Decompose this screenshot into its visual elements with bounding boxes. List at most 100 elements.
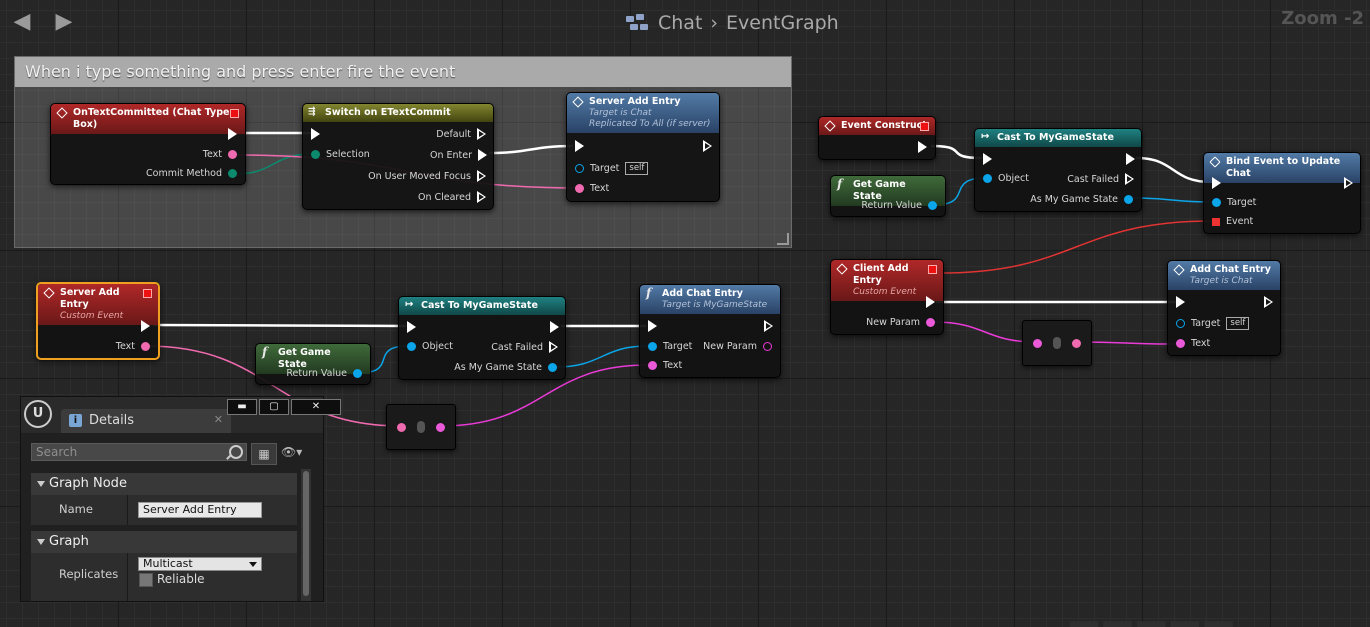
delegate-pin[interactable]: [230, 109, 239, 118]
default-out-pin[interactable]: [477, 128, 487, 140]
string-out-pin[interactable]: [1072, 339, 1081, 348]
pin-label-on-enter: On Enter: [429, 149, 472, 161]
exec-out-pin[interactable]: [926, 296, 935, 308]
target-in-pin[interactable]: [1176, 319, 1185, 328]
exec-in-pin[interactable]: [1212, 177, 1221, 189]
self-default-value[interactable]: self: [1226, 317, 1250, 330]
pin-label-as-my-game-state: As My Game State: [1030, 194, 1118, 205]
exec-out-pin[interactable]: [228, 128, 237, 140]
details-panel[interactable]: U i Details ✕ ▬ ▢ ✕ ▦ 👁▾ Graph Node Name…: [20, 396, 341, 602]
node-cast-to-mygamestate-1[interactable]: ↦Cast To MyGameState Object Cast Failed …: [974, 128, 1142, 212]
exec-in-pin[interactable]: [1176, 296, 1185, 308]
cast-failed-out-pin[interactable]: [1125, 173, 1135, 185]
replicates-dropdown[interactable]: Multicast: [138, 557, 262, 571]
exec-out-pin[interactable]: [1264, 296, 1274, 308]
exec-in-pin[interactable]: [648, 320, 657, 332]
exec-in-pin[interactable]: [311, 128, 320, 140]
object-in-pin[interactable]: [407, 342, 416, 351]
pin-label-object: Object: [998, 173, 1029, 184]
property-matrix-button[interactable]: ▦: [251, 443, 277, 465]
exec-out-pin[interactable]: [550, 321, 559, 333]
breadcrumb-graph[interactable]: EventGraph: [726, 12, 839, 34]
node-server-add-entry-event[interactable]: Server Add Entry Custom Event Text: [36, 282, 160, 360]
target-in-pin[interactable]: [575, 164, 584, 173]
target-in-pin[interactable]: [1212, 198, 1221, 207]
pin-label-target: Target: [1191, 318, 1221, 329]
details-tab[interactable]: i Details ✕: [61, 409, 231, 433]
exec-out-pin[interactable]: [703, 140, 713, 152]
exec-in-pin[interactable]: [983, 153, 992, 165]
exec-out-pin[interactable]: [141, 320, 150, 332]
object-in-pin[interactable]: [983, 174, 992, 183]
text-in-pin[interactable]: [575, 184, 584, 193]
conversion-node-text-passthrough[interactable]: [1022, 320, 1092, 366]
new-param-out-pin[interactable]: [763, 342, 772, 351]
node-server-add-entry-call[interactable]: Server Add Entry Target is Chat Replicat…: [566, 92, 720, 202]
eye-icon[interactable]: 👁▾: [281, 445, 303, 459]
text-in-pin[interactable]: [648, 361, 657, 370]
text-out-pin[interactable]: [141, 342, 150, 351]
arrow-right-icon[interactable]: ▶: [55, 9, 73, 34]
text-in-pin[interactable]: [1033, 339, 1042, 348]
close-window-button[interactable]: ✕: [291, 399, 341, 415]
resize-grip-icon[interactable]: [777, 233, 789, 245]
on-user-moved-focus-out-pin[interactable]: [477, 170, 487, 182]
exec-in-pin[interactable]: [407, 321, 416, 333]
conversion-node-string-to-text[interactable]: [386, 404, 456, 450]
node-event-construct[interactable]: Event Construct: [818, 116, 936, 160]
node-bind-event-update-chat[interactable]: Bind Event to Update Chat Target Event: [1203, 152, 1361, 234]
as-my-game-state-out-pin[interactable]: [548, 363, 557, 372]
self-default-value[interactable]: self: [625, 162, 649, 175]
maximize-button[interactable]: ▢: [259, 399, 289, 415]
commit-method-out-pin[interactable]: [228, 169, 237, 178]
return-value-out-pin[interactable]: [928, 201, 937, 210]
node-on-text-committed[interactable]: OnTextCommitted (Chat Type Box) Text Com…: [50, 103, 246, 185]
exec-out-pin[interactable]: [1344, 177, 1354, 189]
details-scrollbar[interactable]: [301, 469, 311, 601]
text-out-pin[interactable]: [436, 423, 445, 432]
pin-label-commit-method: Commit Method: [146, 168, 222, 179]
selection-in-pin[interactable]: [311, 150, 320, 159]
string-in-pin[interactable]: [397, 423, 406, 432]
name-field[interactable]: Server Add Entry: [138, 502, 262, 518]
comment-title[interactable]: When i type something and press enter fi…: [15, 57, 791, 87]
node-subtitle: Target is Chat: [589, 108, 652, 118]
close-icon[interactable]: ✕: [213, 413, 223, 426]
delegate-pin[interactable]: [920, 122, 929, 131]
section-graph-node[interactable]: Graph Node: [31, 473, 297, 495]
exec-out-pin[interactable]: [1126, 153, 1135, 165]
arrow-left-icon[interactable]: ◀: [13, 9, 31, 34]
new-param-out-pin[interactable]: [926, 318, 935, 327]
pin-label-text: Text: [202, 149, 222, 160]
text-out-pin[interactable]: [228, 150, 237, 159]
text-in-pin[interactable]: [1176, 339, 1185, 348]
details-search-input[interactable]: [31, 443, 247, 461]
exec-in-pin[interactable]: [575, 140, 584, 152]
section-graph[interactable]: Graph: [31, 531, 297, 553]
delegate-pin[interactable]: [143, 289, 152, 298]
node-client-add-entry[interactable]: Client Add Entry Custom Event New Param: [830, 259, 944, 335]
as-my-game-state-out-pin[interactable]: [1124, 195, 1133, 204]
target-in-pin[interactable]: [648, 342, 657, 351]
node-cast-to-mygamestate-2[interactable]: ↦Cast To MyGameState Object Cast Failed …: [398, 296, 566, 380]
exec-out-pin[interactable]: [764, 320, 774, 332]
search-icon[interactable]: [229, 445, 243, 459]
exec-out-pin[interactable]: [918, 141, 927, 153]
node-switch-on-etextcommit[interactable]: ⇶Switch on ETextCommit Default Selection…: [302, 103, 494, 210]
minimize-button[interactable]: ▬: [227, 399, 257, 415]
on-cleared-out-pin[interactable]: [477, 191, 487, 203]
reliable-checkbox[interactable]: [139, 573, 153, 587]
cast-failed-out-pin[interactable]: [549, 341, 559, 353]
delegate-pin[interactable]: [928, 265, 937, 274]
function-icon: f: [646, 286, 652, 300]
breadcrumb-owner[interactable]: Chat: [658, 12, 703, 34]
node-subtitle: Target is MyGameState: [662, 300, 768, 310]
on-enter-out-pin[interactable]: [478, 149, 487, 161]
return-value-out-pin[interactable]: [353, 369, 362, 378]
event-delegate-in-pin[interactable]: [1212, 217, 1220, 226]
blueprint-watermark: ▁▁▁▁▁: [1070, 586, 1239, 627]
